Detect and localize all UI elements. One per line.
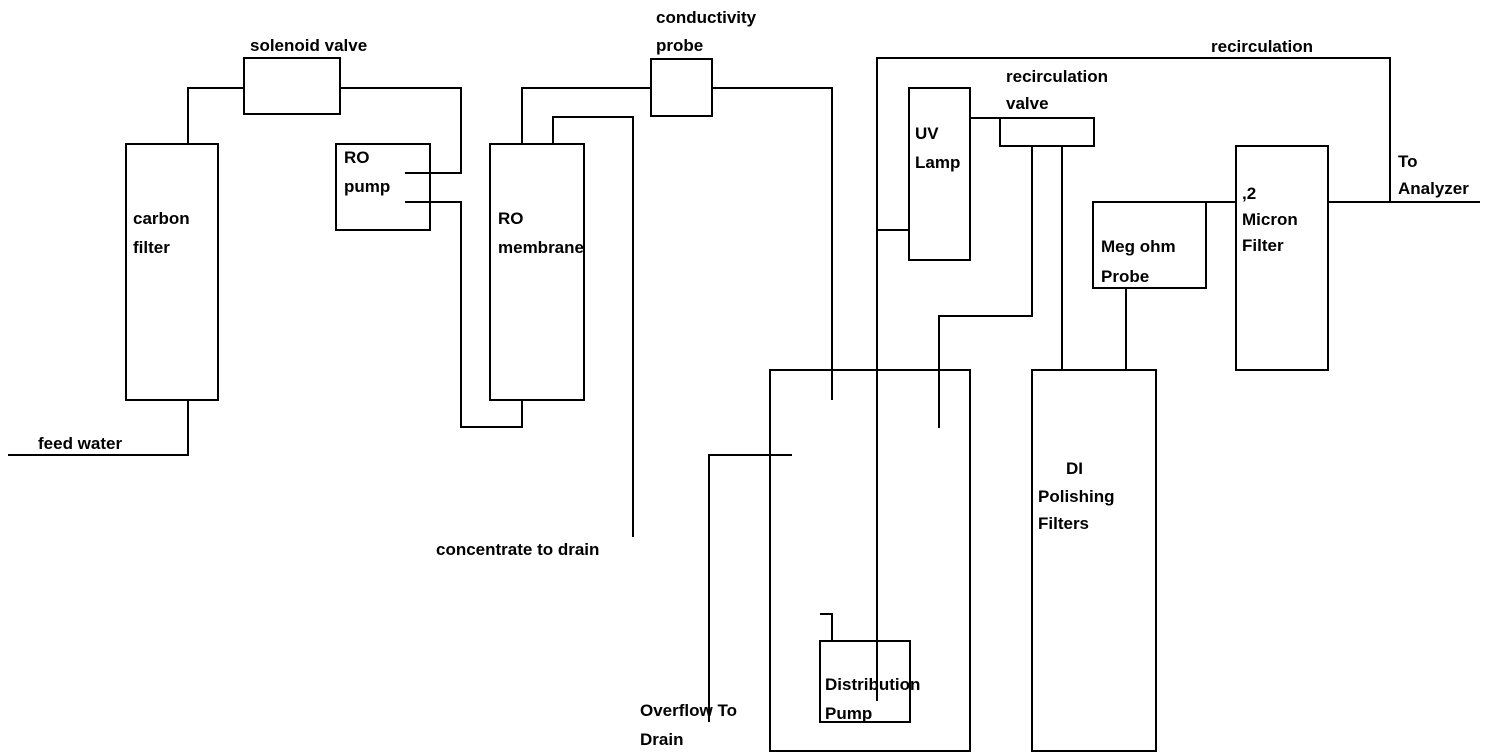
micron-filter-box (1235, 145, 1329, 371)
valve-return-pipe (938, 146, 1033, 428)
recirculation-loop-pipe (876, 57, 1391, 230)
uv-lamp-label: UV Lamp (915, 124, 960, 172)
di-polishing-filters-label: DI Polishing Filters (1038, 459, 1119, 533)
distribution-pump-box (819, 640, 911, 723)
meg-ohm-probe-label: Meg ohm Probe (1101, 237, 1180, 286)
feed-water-label: feed water (38, 434, 122, 453)
concentrate-to-drain-label: concentrate to drain (436, 540, 599, 559)
ro-membrane-label: RO membrane (498, 209, 584, 257)
ro-pump-to-membrane-pipe (405, 201, 523, 428)
distribution-pump-inlet-pipe (820, 613, 833, 641)
conductivity-to-tank-pipe (712, 87, 833, 400)
conductivity-probe-box (650, 58, 713, 117)
distribution-pump-label: Distribution Pump (825, 675, 925, 723)
solenoid-valve-label: solenoid valve (250, 36, 367, 55)
carbon-filter-box (125, 143, 219, 401)
recirculation-label: recirculation (1211, 37, 1313, 56)
micron-filter-label: ,2 Micron Filter (1242, 184, 1302, 255)
uv-lamp-box (908, 87, 971, 261)
concentrate-drain-pipe (552, 116, 634, 537)
feed-water-pipe (8, 400, 189, 456)
membrane-to-conductivity-pipe (521, 87, 651, 144)
ro-pump-label: RO pump (344, 148, 390, 196)
solenoid-to-ro-pump-pipe (340, 87, 462, 174)
conductivity-probe-label: conductivity probe (656, 8, 761, 55)
solenoid-valve-box (243, 57, 341, 115)
recirculation-valve-label: recirculation valve (1006, 67, 1113, 113)
storage-tank-box (769, 369, 971, 752)
overflow-to-drain-label: Overflow To Drain (640, 701, 742, 749)
ro-pump-box (335, 143, 431, 231)
overflow-drain-pipe (708, 454, 792, 722)
recirculation-valve-box (999, 117, 1095, 147)
di-polishing-filters-box (1031, 369, 1157, 752)
to-analyzer-label: To Analyzer (1398, 152, 1469, 198)
carbon-to-solenoid-pipe (187, 87, 244, 144)
distribution-to-uv-pipe (876, 229, 909, 701)
meg-ohm-probe-box (1092, 201, 1207, 289)
carbon-filter-label: carbon filter (133, 209, 194, 257)
ro-membrane-box (489, 143, 585, 401)
